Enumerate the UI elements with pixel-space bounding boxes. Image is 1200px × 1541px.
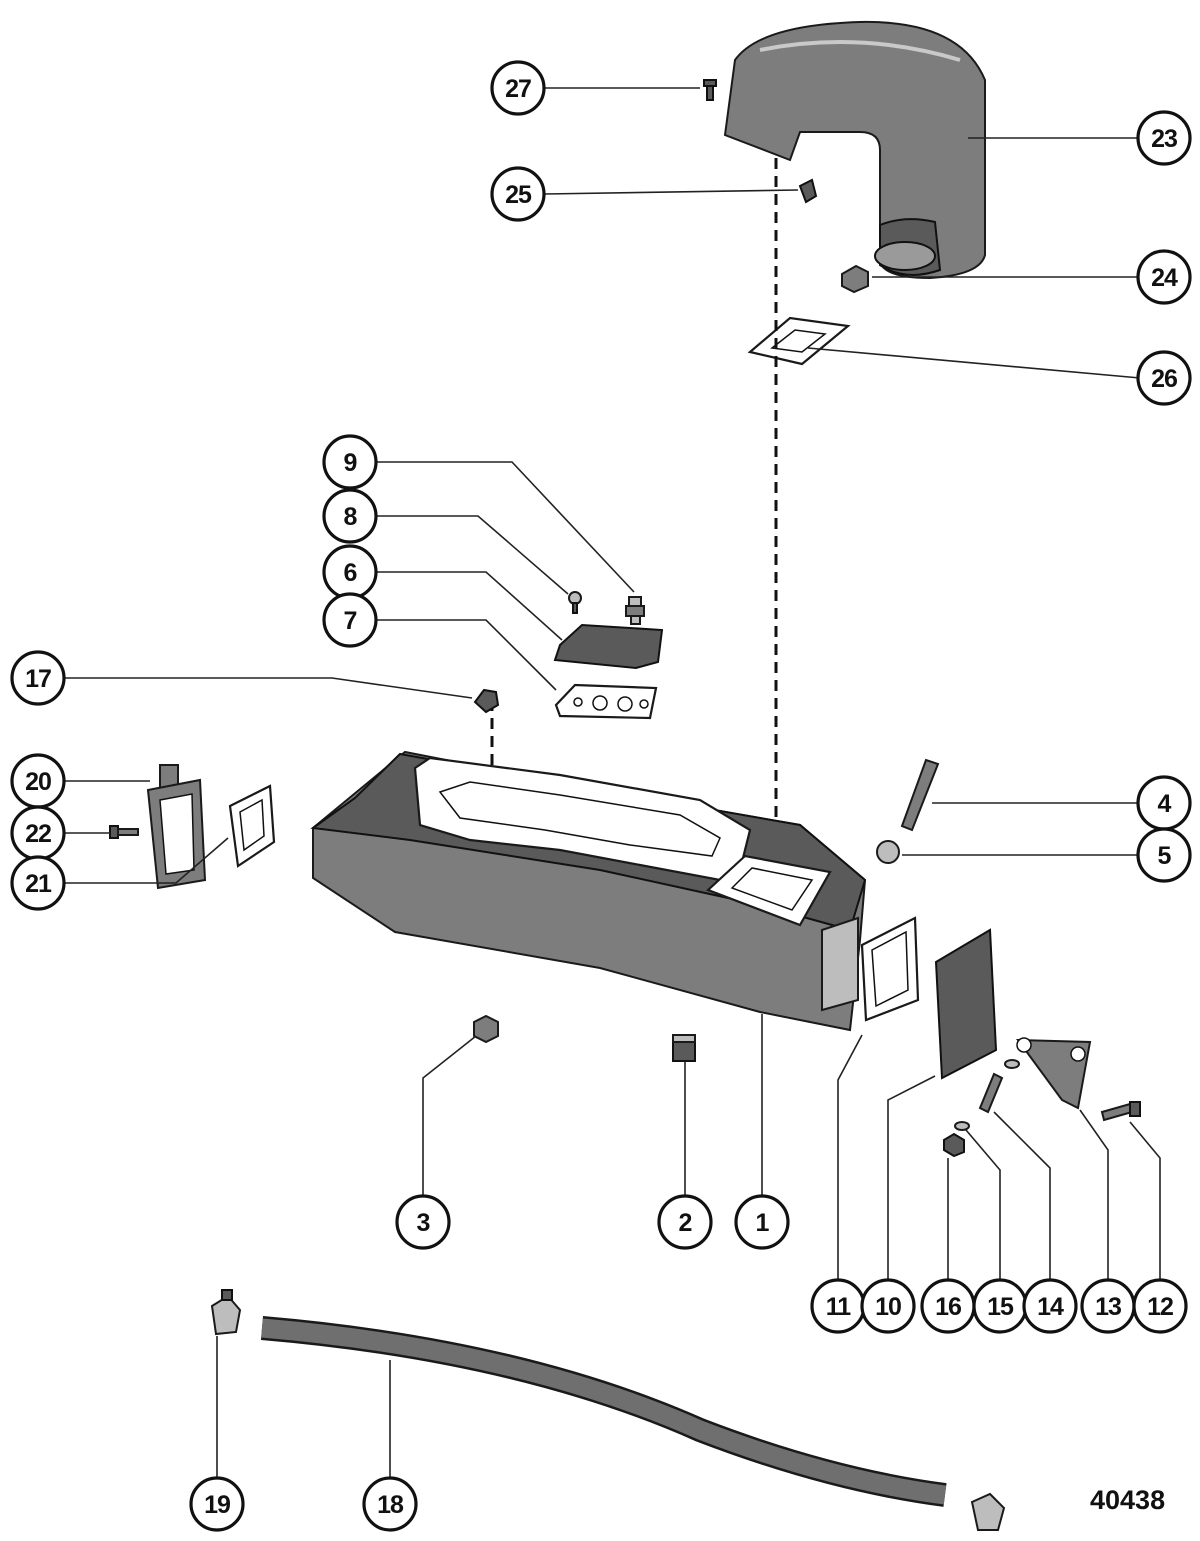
plug-3-part — [473, 1014, 499, 1044]
ball-5-part — [876, 840, 900, 864]
gasket-11-part — [860, 916, 920, 1022]
callout-15: 15 — [972, 1278, 1028, 1334]
callout-24: 24 — [1136, 249, 1192, 305]
leader-7 — [376, 619, 557, 691]
cover-gasket-7-part — [554, 683, 658, 720]
svg-text:20: 20 — [25, 768, 51, 796]
svg-text:22: 22 — [25, 820, 51, 848]
water-housing-20-part — [146, 764, 207, 890]
svg-text:19: 19 — [204, 1491, 230, 1519]
callout-21: 21 — [10, 855, 66, 911]
clamp-part — [970, 1492, 1006, 1531]
exhaust-manifold-part — [310, 750, 867, 1032]
stud-4-part — [900, 758, 940, 832]
nut-16-part — [943, 1132, 965, 1158]
clamp-19-part — [210, 1289, 242, 1336]
callout-13: 13 — [1080, 1278, 1136, 1334]
svg-text:23: 23 — [1151, 125, 1177, 153]
svg-text:21: 21 — [25, 870, 52, 898]
callout-20: 20 — [10, 753, 66, 809]
svg-text:24: 24 — [1151, 264, 1178, 292]
callout-27: 27 — [490, 60, 546, 116]
elbow-gasket-part — [747, 316, 851, 366]
fitting-9-part — [625, 596, 645, 625]
svg-text:1: 1 — [756, 1209, 770, 1237]
stud-14-part — [978, 1072, 1004, 1114]
exhaust-elbow-part — [723, 20, 986, 280]
svg-text:8: 8 — [344, 503, 358, 531]
washer-part — [954, 1059, 1020, 1131]
fitting-17-part — [473, 688, 500, 714]
plug-2-part — [672, 1034, 696, 1062]
callout-7: 7 — [322, 592, 378, 648]
svg-text:18: 18 — [377, 1491, 404, 1519]
svg-text:16: 16 — [935, 1293, 961, 1321]
callout-8: 8 — [322, 488, 378, 544]
svg-text:26: 26 — [1151, 365, 1177, 393]
figure-number: 40438 — [1090, 1485, 1166, 1515]
svg-text:14: 14 — [1037, 1293, 1064, 1321]
leader-12 — [1129, 1121, 1161, 1280]
svg-text:25: 25 — [505, 181, 532, 209]
leader-3 — [422, 1035, 477, 1196]
leader-10 — [887, 1075, 936, 1280]
callout-5: 5 — [1136, 827, 1192, 883]
callout-10: 10 — [860, 1278, 916, 1334]
callout-17: 17 — [10, 650, 66, 706]
svg-text:3: 3 — [417, 1209, 430, 1237]
screw-27-part — [703, 79, 717, 101]
svg-text:4: 4 — [1158, 790, 1172, 818]
plug-24-part — [841, 264, 869, 294]
callout-1: 1 — [734, 1194, 790, 1250]
gasket-21-part — [228, 784, 276, 868]
svg-text:27: 27 — [505, 75, 531, 103]
callout-16: 16 — [920, 1278, 976, 1334]
svg-text:10: 10 — [875, 1293, 901, 1321]
callout-18: 18 — [362, 1476, 418, 1532]
leader-13 — [1079, 1109, 1109, 1280]
callout-2: 2 — [657, 1194, 713, 1250]
leader-8 — [376, 515, 569, 595]
callout-3: 3 — [395, 1194, 451, 1250]
leader-9 — [376, 461, 635, 593]
leader-26 — [807, 347, 1141, 379]
screw-8-part — [568, 591, 582, 614]
callout-4: 4 — [1136, 775, 1192, 831]
svg-text:12: 12 — [1147, 1293, 1173, 1321]
callout-11: 11 — [810, 1278, 866, 1334]
svg-text:17: 17 — [25, 665, 51, 693]
svg-text:5: 5 — [1158, 842, 1172, 870]
cover-plate-6-part — [553, 623, 664, 670]
screw-22-part — [109, 825, 139, 839]
leader-11 — [837, 1034, 863, 1280]
svg-text:9: 9 — [344, 449, 357, 477]
leader-21 — [64, 837, 229, 884]
svg-text:2: 2 — [679, 1209, 692, 1237]
fitting-25-part — [798, 178, 818, 204]
leader-14 — [993, 1111, 1051, 1280]
hose-18-part — [260, 1316, 947, 1507]
leader-15 — [965, 1129, 1001, 1280]
callout-23: 23 — [1136, 110, 1192, 166]
leader-25 — [544, 189, 799, 195]
svg-text:6: 6 — [344, 559, 357, 587]
callout-25: 25 — [490, 166, 546, 222]
callout-14: 14 — [1022, 1278, 1078, 1334]
callout-6: 6 — [322, 544, 378, 600]
callout-22: 22 — [10, 805, 66, 861]
end-cover-10-part — [934, 928, 998, 1080]
leader-6 — [376, 571, 563, 641]
svg-text:7: 7 — [344, 607, 357, 635]
bolt-12-part — [1100, 1101, 1141, 1122]
bracket-13-part — [1015, 1037, 1092, 1110]
svg-text:15: 15 — [987, 1293, 1014, 1321]
callout-12: 12 — [1132, 1278, 1188, 1334]
callout-26: 26 — [1136, 350, 1192, 406]
callout-19: 19 — [189, 1476, 245, 1532]
svg-text:11: 11 — [826, 1293, 852, 1321]
callout-9: 9 — [322, 434, 378, 490]
svg-text:13: 13 — [1095, 1293, 1121, 1321]
leader-17 — [64, 677, 473, 699]
